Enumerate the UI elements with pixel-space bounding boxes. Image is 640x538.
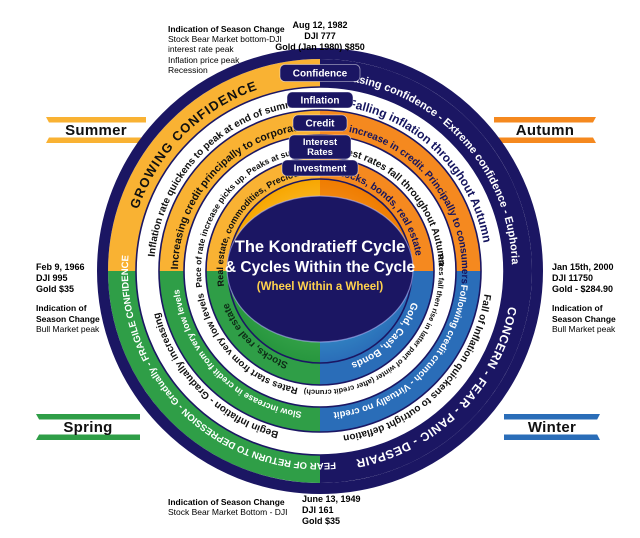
season-banner-summer: Summer bbox=[46, 117, 146, 143]
ring-band-spring-interest_rates bbox=[184, 271, 320, 407]
dji-stat: DJI 11750 bbox=[552, 272, 594, 283]
gold-stat: Gold $35 bbox=[302, 515, 341, 526]
ring-label-inflation: Inflation bbox=[301, 96, 340, 107]
wheel-title-line1: The Kondratieff Cycle bbox=[235, 238, 406, 256]
ring-band-winter-interest_rates bbox=[320, 271, 456, 407]
annotation-line: Inflation price peak bbox=[168, 54, 240, 65]
season-change-heading: Indication of Season Change bbox=[552, 303, 616, 324]
season-banner-winter-label: Winter bbox=[527, 418, 577, 436]
annotation-bottom-right: June 13, 1949 DJI 161 Gold $35 bbox=[302, 494, 382, 526]
ring-band-winter-credit bbox=[320, 271, 481, 432]
dji-stat: DJI 777 bbox=[304, 30, 336, 41]
ring-label-interest_rates-line1: Interest bbox=[303, 137, 338, 148]
annotation-line: Recession bbox=[168, 64, 208, 75]
ring-label-interest_rates-line2: Rates bbox=[307, 147, 333, 158]
annotation-line: Stock Bear Market bottom-DJI bbox=[168, 34, 282, 45]
season-change-heading: Indication of Season Change bbox=[36, 303, 100, 324]
ring-label-box-interest_rates bbox=[288, 134, 352, 160]
ring-label-box-credit bbox=[292, 114, 348, 132]
date-stat: Jan 15th, 2000 bbox=[552, 262, 614, 272]
date-stat: Aug 12, 1982 bbox=[292, 20, 348, 30]
dji-stat: DJI 995 bbox=[36, 272, 68, 283]
ring-band-winter-inflation bbox=[320, 271, 504, 455]
season-banner-winter: Winter bbox=[504, 414, 600, 440]
season-banner-spring-label: Spring bbox=[63, 418, 113, 436]
ring-label-box-confidence bbox=[279, 64, 361, 82]
ring-band-spring-inflation bbox=[136, 271, 320, 455]
season-change-heading: Indication of Season Change bbox=[168, 24, 285, 34]
ring-band-spring-investment bbox=[206, 271, 320, 385]
annotation-sub: Bull Market peak bbox=[36, 323, 100, 334]
season-banner-autumn-label: Autumn bbox=[515, 121, 575, 139]
annotation-left: Feb 9, 1966 DJI 995 Gold $35 Indication … bbox=[36, 262, 112, 334]
gold-stat: Gold $35 bbox=[36, 283, 75, 294]
gold-stat: Gold (Jan 1980) $850 bbox=[275, 41, 365, 52]
gold-stat: Gold - $284.90 bbox=[552, 283, 614, 294]
annotation-bottom-left: Indication of Season Change Stock Bear M… bbox=[168, 497, 294, 517]
center-ellipse bbox=[226, 195, 414, 343]
season-change-heading: Indication of Season Change bbox=[168, 497, 285, 507]
wheel-title-line2: & Cycles Within the Cycle bbox=[225, 259, 416, 276]
date-stat: June 13, 1949 bbox=[302, 494, 361, 504]
ring-band-spring-confidence bbox=[108, 271, 320, 483]
ring-label-confidence: Confidence bbox=[293, 69, 348, 80]
season-banner-spring: Spring bbox=[36, 414, 140, 440]
dji-stat: DJI 161 bbox=[302, 504, 334, 515]
date-stat: Feb 9, 1966 bbox=[36, 262, 85, 272]
wheel-title-line3: (Wheel Within a Wheel) bbox=[257, 281, 384, 293]
ring-label-investment: Investment bbox=[294, 164, 347, 175]
ring-band-spring-credit bbox=[159, 271, 320, 432]
outer-rim bbox=[97, 48, 543, 494]
ring-band-winter-confidence bbox=[320, 271, 532, 483]
annotation-top-center: Aug 12, 1982 DJI 777 Gold (Jan 1980) $85… bbox=[268, 20, 372, 52]
annotation-line: interest rate peak bbox=[168, 44, 234, 55]
season-banner-autumn: Autumn bbox=[494, 117, 596, 143]
ring-label-box-inflation bbox=[286, 91, 354, 109]
annotation-right: Jan 15th, 2000 DJI 11750 Gold - $284.90 … bbox=[552, 262, 632, 334]
ring-label-credit: Credit bbox=[306, 119, 336, 130]
ring-label-box-investment bbox=[281, 159, 359, 177]
annotation-sub: Bull Market peak bbox=[552, 323, 616, 334]
season-banner-summer-label: Summer bbox=[65, 121, 127, 139]
ring-band-winter-investment bbox=[320, 271, 434, 385]
annotation-sub: Stock Bear Market Bottom - DJI bbox=[168, 507, 288, 518]
annotation-top-left: Indication of Season Change Stock Bear M… bbox=[168, 24, 286, 75]
